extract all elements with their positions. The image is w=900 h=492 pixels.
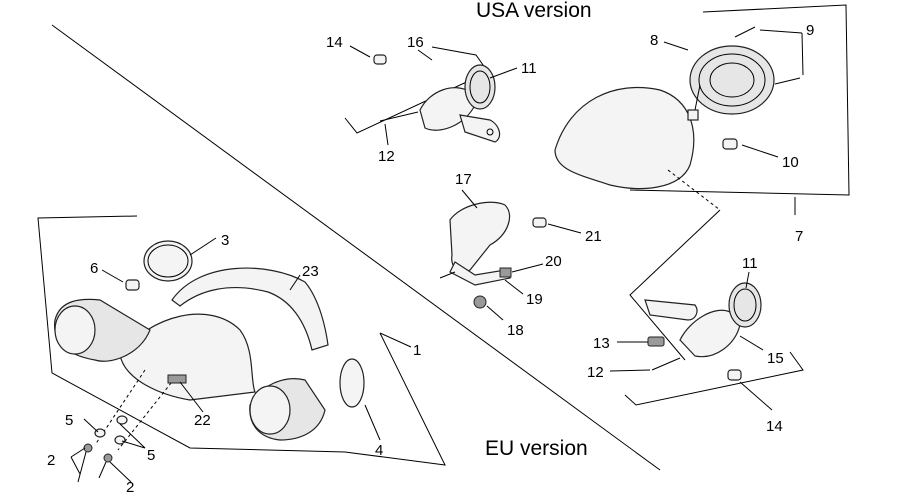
callout-5-right: 5 [147, 447, 155, 464]
callout-21: 21 [585, 228, 602, 245]
callout-15: 15 [767, 350, 784, 367]
callout-22: 22 [194, 412, 211, 429]
usa-turn-signal-rear-left [344, 46, 501, 143]
callout-7: 7 [795, 228, 803, 245]
callout-14-upper: 14 [326, 34, 343, 51]
callout-12-upper: 12 [378, 148, 395, 165]
callout-23: 23 [302, 263, 319, 280]
callout-20: 20 [545, 253, 562, 270]
callout-5-left: 5 [65, 412, 73, 429]
callout-2-left: 2 [47, 452, 55, 469]
callout-14-lower: 14 [766, 418, 783, 435]
callout-9: 9 [806, 22, 814, 39]
usa-version-title: USA version [476, 0, 592, 22]
callout-10: 10 [782, 154, 799, 171]
eu-version-title: EU version [485, 437, 588, 460]
callout-16: 16 [407, 34, 424, 51]
callout-2-right: 2 [126, 479, 134, 492]
callout-11-upper: 11 [521, 60, 537, 77]
usa-turn-signal-rear-right [624, 209, 804, 406]
plate-light-bracket [439, 201, 547, 309]
callout-19: 19 [526, 291, 543, 308]
callout-numbers: 14 16 11 12 8 9 10 7 17 21 20 19 18 11 1… [47, 22, 814, 492]
eu-taillight-assembly [37, 215, 446, 483]
callout-17: 17 [455, 171, 472, 188]
callout-6: 6 [90, 260, 98, 277]
callout-3: 3 [221, 232, 229, 249]
usa-taillight-assembly [554, 4, 850, 211]
version-divider-line [51, 24, 661, 471]
callout-8: 8 [650, 32, 658, 49]
leader-lines [70, 29, 804, 483]
callout-12-lower: 12 [587, 364, 604, 381]
callout-1: 1 [413, 342, 421, 359]
callout-13: 13 [593, 335, 610, 352]
callout-18: 18 [507, 322, 524, 339]
callout-4: 4 [375, 442, 383, 459]
callout-11-lower: 11 [742, 255, 758, 272]
